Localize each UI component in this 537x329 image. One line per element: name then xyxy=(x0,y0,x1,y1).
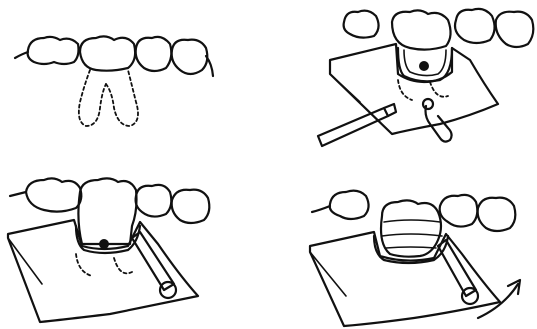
panel3-tooth-center xyxy=(78,178,136,244)
panel1-gum-line-left xyxy=(15,52,28,58)
panel1-root-right xyxy=(106,70,138,126)
panel1-root-left xyxy=(79,70,106,126)
panel3-tooth-left xyxy=(26,178,81,211)
panel2-root-left xyxy=(398,80,412,100)
panel2-tooth-center xyxy=(392,10,451,49)
panel1-gum-line-right xyxy=(206,56,213,76)
panel1-tooth-left xyxy=(28,37,79,64)
panel1-tooth-right2 xyxy=(172,40,208,74)
panel2-tooth-right1 xyxy=(455,9,495,43)
panel4-gum-line-left xyxy=(312,206,330,212)
panel4-arrow-head xyxy=(508,280,520,294)
panel1-tooth-right1 xyxy=(136,37,172,71)
panel4-instrument-end xyxy=(462,288,478,304)
panel4-dam-sheet xyxy=(310,232,500,326)
panel3-dam-sheet xyxy=(8,220,198,322)
panel3-cavity xyxy=(99,239,109,249)
panel3-tooth-right1 xyxy=(136,185,172,217)
panel3-gum-line-left xyxy=(10,192,26,196)
panel3-instrument-end xyxy=(160,282,176,298)
panel2-dam-fold xyxy=(330,74,360,102)
panel4-crown-band-2 xyxy=(382,234,442,236)
panel4-tooth-right2 xyxy=(478,198,516,231)
panel-2-rubber-dam xyxy=(318,9,533,146)
panel3-tooth-right2 xyxy=(172,190,210,223)
panel-3-preparation xyxy=(8,178,209,322)
panel1-tooth-center xyxy=(80,36,135,70)
panel2-cavity xyxy=(419,61,429,71)
panel3-root-right xyxy=(114,258,132,273)
panel3-root-left xyxy=(76,254,92,276)
panel4-crown-band-3 xyxy=(386,247,436,248)
panel2-root-right xyxy=(430,82,448,97)
panel-1-tooth-roots xyxy=(15,36,213,126)
panel3-dam-fold xyxy=(8,238,42,284)
panel-4-restoration xyxy=(310,191,520,326)
panel2-tooth-right2 xyxy=(496,12,534,47)
panel2-burr-head xyxy=(423,99,433,109)
panel4-tooth-right1 xyxy=(440,195,478,227)
panel2-tooth-left xyxy=(344,11,379,38)
panel4-crown-band-1 xyxy=(384,220,440,222)
panel2-instrument-handle xyxy=(318,108,388,146)
panel4-tooth-left xyxy=(330,191,369,219)
